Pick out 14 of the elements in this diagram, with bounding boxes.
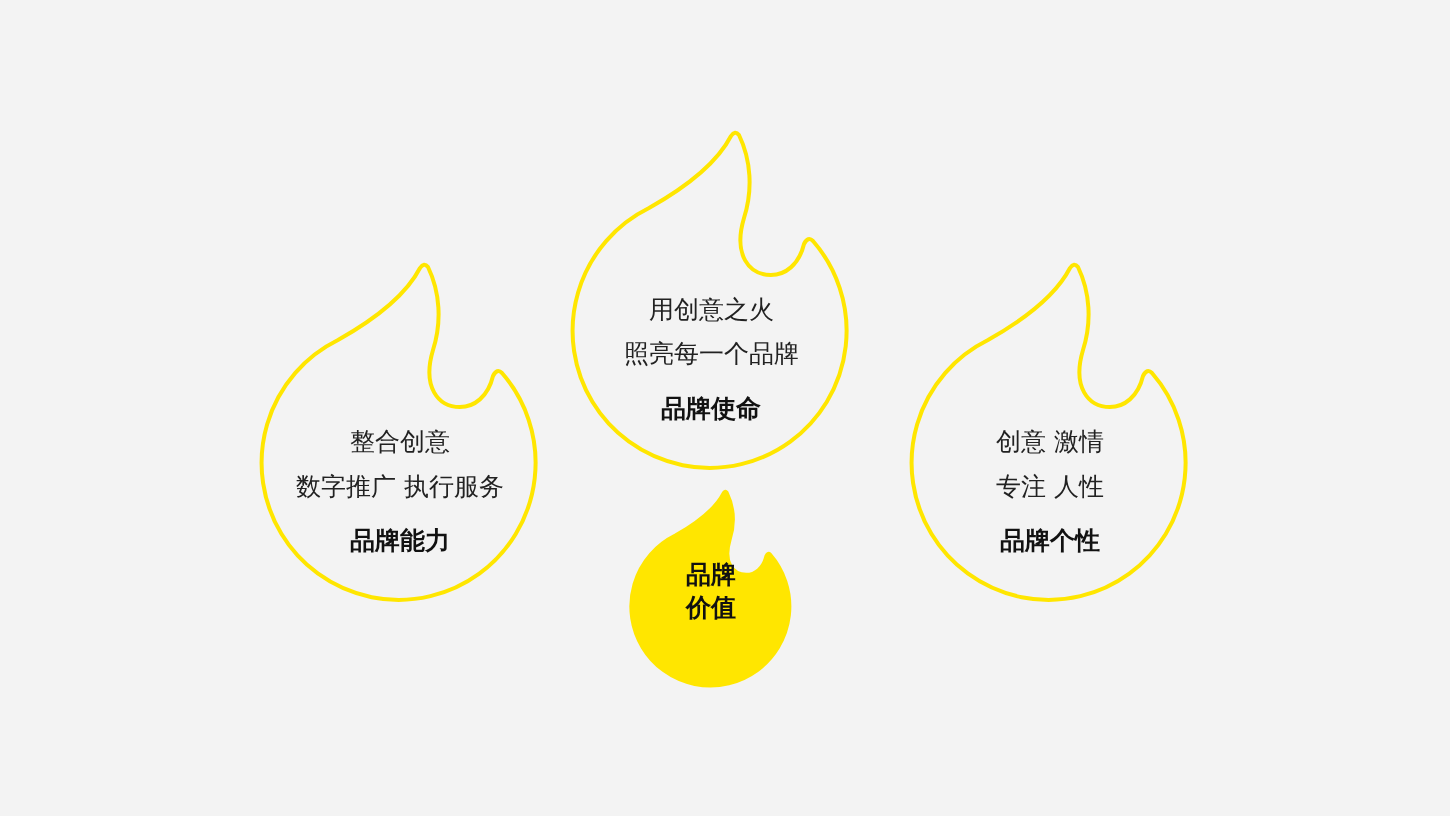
flame-shape bbox=[572, 128, 850, 469]
flame-title: 品牌个性 bbox=[999, 526, 1101, 556]
flame-text: 用创意之火 bbox=[647, 295, 775, 325]
flame-text: 照亮每一个品牌 bbox=[622, 339, 800, 369]
flame-title: 品牌价值 bbox=[684, 559, 737, 624]
flame-title: 品牌使命 bbox=[660, 394, 762, 424]
flame-text: 数字推广 执行服务 bbox=[295, 472, 505, 502]
flame-text: 整合创意 bbox=[349, 427, 451, 457]
flame-title: 品牌能力 bbox=[349, 526, 451, 556]
flame-text: 创意 激情 bbox=[995, 427, 1105, 457]
flame-shape bbox=[911, 260, 1189, 601]
flame-text: 专注 人性 bbox=[995, 472, 1105, 502]
flame-shape bbox=[261, 260, 539, 601]
flame-shape bbox=[629, 488, 793, 688]
